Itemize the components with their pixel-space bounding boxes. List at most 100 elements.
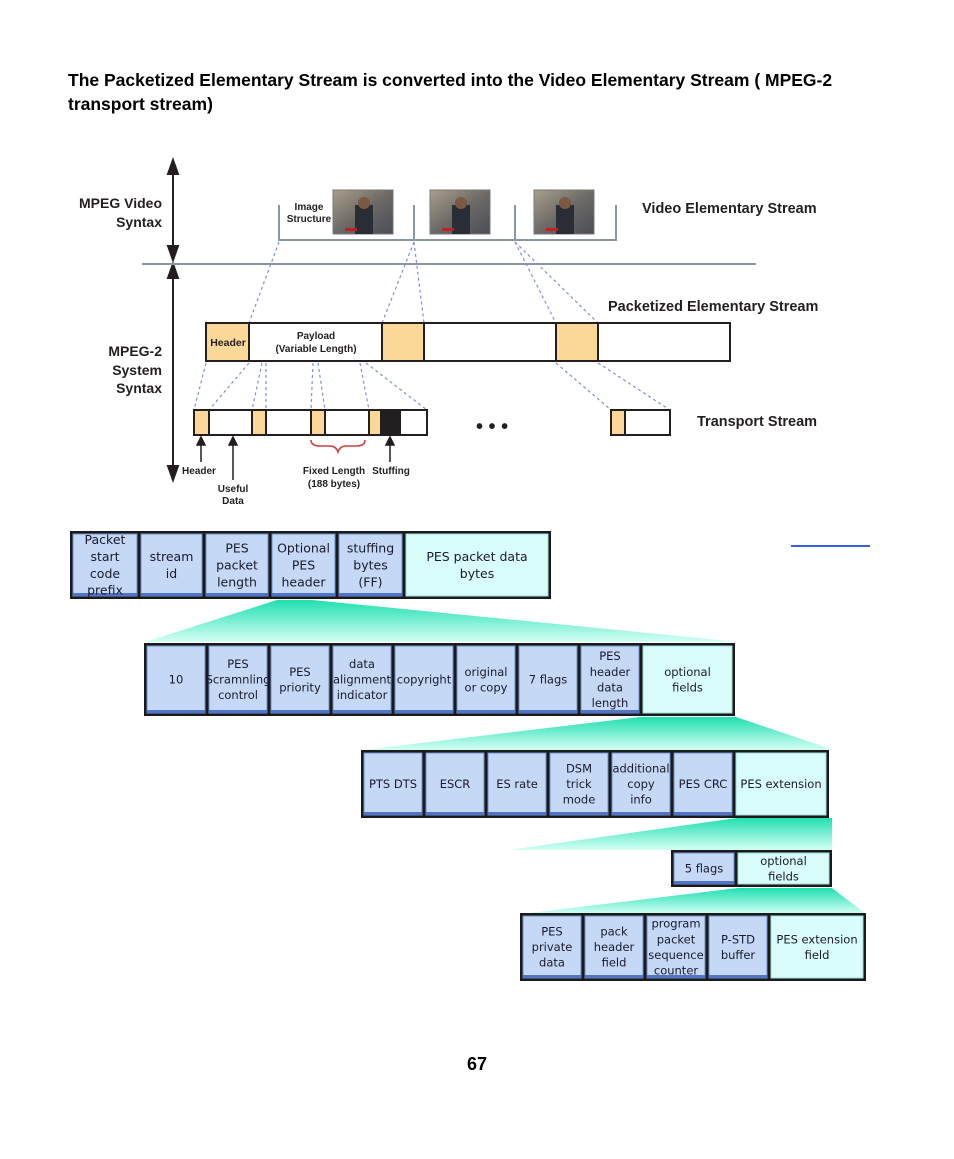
pes-stream-label: Packetized Elementary Stream — [608, 299, 818, 315]
row2-cell-6 — [518, 645, 578, 714]
ts-pointers — [195, 435, 396, 480]
svg-text:Data: Data — [222, 496, 244, 507]
row4-cell-1 — [737, 852, 830, 885]
row3-cell-1 — [425, 752, 485, 816]
row3-cell-6 — [735, 752, 827, 816]
video-syntax-label: MPEG Video Syntax — [79, 195, 162, 230]
svg-text:Syntax: Syntax — [116, 214, 162, 230]
row2-cell-shade-5 — [457, 710, 515, 713]
row2-cell-0 — [146, 645, 206, 714]
svg-text:Useful: Useful — [218, 484, 249, 495]
transport-stream-packets — [193, 409, 671, 436]
ts-header-label: Header — [182, 466, 216, 477]
page-number: 67 — [466, 1054, 488, 1074]
funnel-4 — [521, 888, 866, 914]
row2-cell-2 — [270, 645, 330, 714]
image-structure-label: Image Structure — [287, 202, 332, 225]
row2-label-0: 10 — [169, 673, 184, 687]
pes-to-ts-mapping — [193, 362, 671, 411]
fixed-length-brace — [310, 439, 366, 455]
fixed-length-label: Fixed Length (188 bytes) — [303, 466, 365, 490]
row4-cell-0 — [673, 852, 735, 885]
row2-cell-shade-4 — [395, 710, 453, 713]
row3-cell-0 — [363, 752, 423, 816]
row3-cell-shade-5 — [674, 812, 732, 815]
row1-cell-5 — [405, 533, 549, 597]
row3-cell-shade-1 — [426, 812, 484, 815]
row1-cell-2 — [205, 533, 269, 597]
system-syntax-label: MPEG-2 System Syntax — [108, 343, 162, 396]
row3-cell-5 — [673, 752, 733, 816]
row2-cell-8 — [642, 645, 733, 714]
syntax-axis — [166, 157, 180, 483]
row2-label-4: copyright — [397, 673, 452, 687]
stuffing-label: Stuffing — [372, 466, 410, 477]
row2-label-6: 7 flags — [529, 673, 568, 687]
row2-cell-4 — [394, 645, 454, 714]
row2-cell-shade-7 — [581, 710, 639, 713]
funnel-1 — [145, 600, 740, 642]
video-to-pes-mapping — [248, 241, 599, 324]
row1-cell-shade-4 — [339, 593, 402, 596]
row1-cell-shade-1 — [141, 593, 202, 596]
row3-cell-4 — [611, 752, 671, 816]
svg-text:Image: Image — [295, 202, 324, 213]
pes-bar — [205, 322, 731, 362]
svg-text:(Variable Length): (Variable Length) — [275, 344, 356, 355]
row2-cell-shade-6 — [519, 710, 577, 713]
row2-cell-shade-2 — [271, 710, 329, 713]
ellipsis: • • • — [476, 416, 508, 438]
row1-cell-shade-2 — [206, 593, 268, 596]
row3-label-1: ESCR — [440, 777, 471, 791]
row5-cell-shade-3 — [709, 975, 767, 978]
row2-cell-shade-3 — [333, 710, 391, 713]
row5-cell-1 — [584, 915, 644, 979]
funnel-2 — [362, 717, 834, 750]
svg-text:MPEG-2: MPEG-2 — [108, 343, 162, 359]
svg-text:Fixed Length: Fixed Length — [303, 466, 365, 477]
row5-cell-3 — [708, 915, 768, 979]
row5-cell-shade-1 — [585, 975, 643, 978]
row1-cell-0 — [72, 533, 138, 597]
transport-stream-label: Transport Stream — [697, 414, 817, 430]
svg-text:(188 bytes): (188 bytes) — [308, 479, 360, 490]
row1-cell-4 — [338, 533, 403, 597]
row3-cell-3 — [549, 752, 609, 816]
row5-cell-0 — [522, 915, 582, 979]
row3-label-2: ES rate — [496, 777, 538, 791]
row2-cell-shade-0 — [147, 710, 205, 713]
row3-label-5: PES CRC — [679, 777, 728, 791]
svg-text:MPEG Video: MPEG Video — [79, 195, 162, 211]
funnel-3 — [508, 818, 832, 850]
row2-cell-shade-1 — [209, 710, 267, 713]
payload-label: Payload (Variable Length) — [275, 331, 356, 355]
row3-cell-shade-0 — [364, 812, 422, 815]
row4-label-0: 5 flags — [685, 862, 724, 876]
pes-header-label: Header — [210, 337, 246, 349]
row2-cell-5 — [456, 645, 516, 714]
svg-text:Syntax: Syntax — [116, 380, 162, 396]
row3-cell-shade-4 — [612, 812, 670, 815]
video-frame-2 — [429, 189, 491, 235]
